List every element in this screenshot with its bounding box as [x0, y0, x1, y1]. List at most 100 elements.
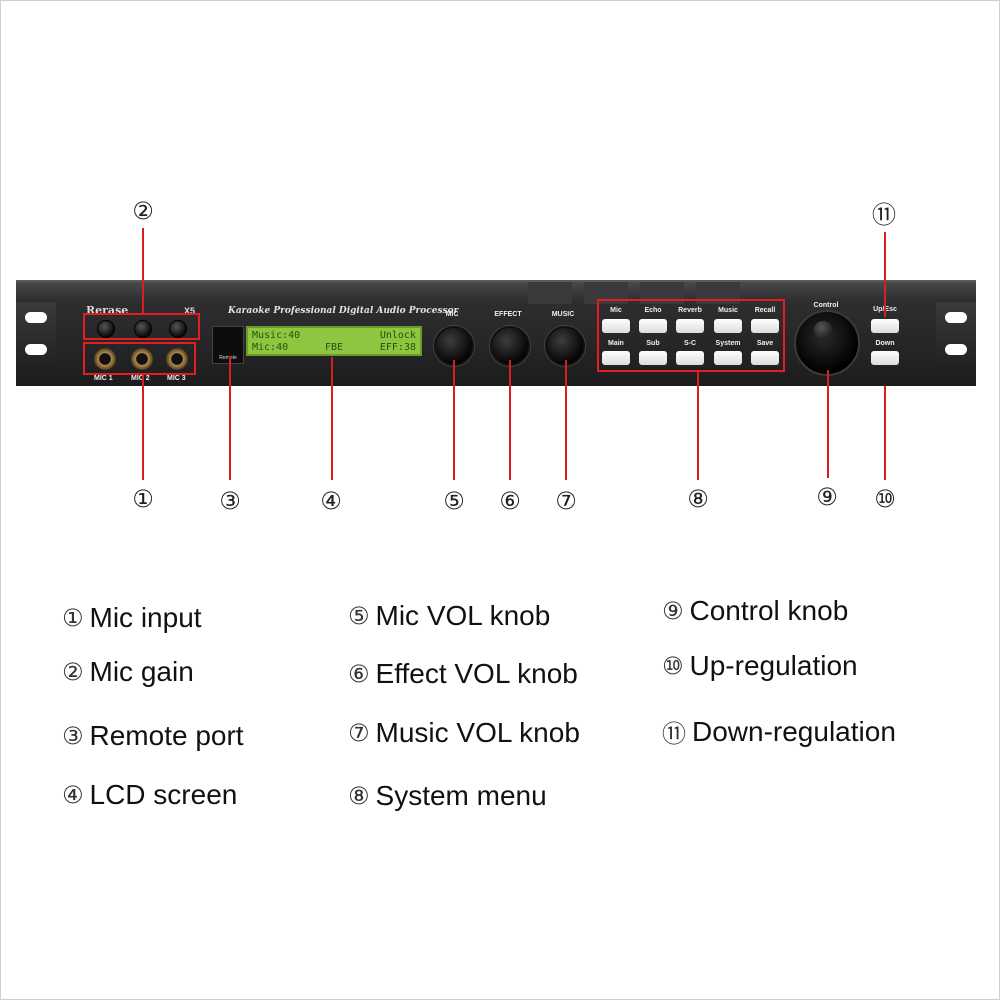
remote-port[interactable]: Remote — [212, 326, 244, 364]
mic-input-jack-2[interactable] — [131, 348, 153, 370]
legend-num-2: ② — [62, 658, 84, 686]
lcd-music-value: Music:40 — [252, 330, 301, 341]
menu-button-label-sc: S-C — [683, 340, 697, 347]
leader-line-10 — [884, 386, 886, 480]
vent — [696, 282, 740, 304]
legend-text-11: Down-regulation — [692, 715, 896, 747]
legend-item-down-regulation: ⑪ Down-regulation — [662, 714, 896, 749]
menu-button-sub[interactable] — [639, 351, 667, 365]
legend-text-1: Mic input — [89, 602, 202, 633]
menu-button-label-music: Music — [718, 307, 738, 314]
leader-line-9 — [827, 370, 829, 478]
callout-10: ⑩ — [874, 485, 896, 513]
legend-item-music-vol-knob: ⑦ Music VOL knob — [348, 717, 580, 749]
legend-text-2: Mic gain — [89, 656, 194, 687]
legend-num-4: ④ — [62, 781, 84, 809]
rack-ear-left — [16, 302, 56, 366]
mount-slot — [945, 344, 967, 355]
lcd-lock-status: Unlock — [379, 330, 416, 341]
leader-line-5 — [453, 360, 455, 480]
legend-num-3: ③ — [62, 722, 84, 750]
legend-item-up-regulation: ⑩ Up-regulation — [662, 650, 858, 682]
lcd-mic-value: Mic:40 — [252, 342, 289, 353]
legend-item-mic-input: ① Mic input — [62, 602, 202, 634]
leader-line-1 — [142, 375, 144, 480]
menu-button-label-recall: Recall — [754, 307, 776, 314]
control-knob-label: Control — [813, 302, 839, 309]
control-knob-cap — [814, 321, 832, 339]
lcd-fbe: FBE — [324, 342, 344, 353]
vent — [640, 282, 684, 304]
legend-item-remote-port: ③ Remote port — [62, 720, 244, 752]
menu-button-label-echo: Echo — [644, 307, 662, 314]
menu-button-reverb[interactable] — [676, 319, 704, 333]
legend-text-4: LCD screen — [89, 779, 238, 810]
lcd-screen: Music:40 Unlock Mic:40 FBE EFF:38 — [246, 326, 422, 356]
leader-line-6 — [509, 360, 511, 480]
callout-2: ② — [132, 197, 154, 225]
leader-line-2 — [142, 228, 144, 313]
menu-button-label-reverb: Reverb — [678, 307, 702, 314]
legend-item-mic-vol-knob: ⑤ Mic VOL knob — [348, 600, 550, 632]
remote-port-label: Remote — [219, 355, 237, 361]
menu-button-label-mic: Mic — [610, 307, 622, 314]
legend-text-10: Up-regulation — [689, 650, 858, 681]
up-esc-button[interactable] — [871, 319, 899, 333]
legend-num-9: ⑨ — [662, 597, 684, 625]
menu-button-system[interactable] — [714, 351, 742, 365]
down-button[interactable] — [871, 351, 899, 365]
legend-num-1: ① — [62, 604, 84, 632]
callout-6: ⑥ — [499, 487, 521, 515]
legend-num-5: ⑤ — [348, 602, 370, 630]
mount-slot — [25, 312, 47, 323]
legend-text-5: Mic VOL knob — [375, 600, 551, 631]
menu-button-label-system: System — [715, 340, 741, 347]
menu-button-label-main: Main — [608, 340, 624, 347]
highlight-mic-gain — [83, 313, 200, 340]
callout-5: ⑤ — [443, 487, 465, 515]
callout-8: ⑧ — [687, 485, 709, 513]
model-name: X5 — [184, 306, 196, 316]
callout-9: ⑨ — [816, 483, 838, 511]
mic-input-jack-1[interactable] — [94, 348, 116, 370]
legend-text-7: Music VOL knob — [375, 717, 580, 748]
mic-gain-knob-1[interactable] — [97, 320, 115, 338]
mic-gain-knob-3[interactable] — [169, 320, 187, 338]
leader-line-4 — [331, 357, 333, 480]
legend-item-control-knob: ⑨ Control knob — [662, 595, 848, 627]
legend-num-10: ⑩ — [662, 652, 684, 680]
highlight-system-menu — [597, 299, 785, 372]
menu-button-echo[interactable] — [639, 319, 667, 333]
mic-label-3: MIC 3 — [167, 375, 186, 382]
menu-button-sc[interactable] — [676, 351, 704, 365]
menu-button-music[interactable] — [714, 319, 742, 333]
menu-button-recall[interactable] — [751, 319, 779, 333]
leader-line-7 — [565, 360, 567, 480]
vent — [528, 282, 572, 304]
legend-text-9: Control knob — [689, 595, 849, 626]
effect-knob-label: EFFECT — [494, 311, 522, 318]
menu-button-save[interactable] — [751, 351, 779, 365]
legend-num-6: ⑥ — [348, 660, 370, 688]
leader-line-11 — [884, 232, 886, 317]
mount-slot — [945, 312, 967, 323]
mic-label-1: MIC 1 — [94, 375, 113, 382]
down-button-label: Down — [875, 340, 895, 347]
music-knob-label: MUSIC — [551, 311, 575, 318]
lcd-effect-value: EFF:38 — [379, 342, 416, 353]
mic-volume-knob[interactable] — [434, 326, 474, 366]
mic-gain-knob-2[interactable] — [134, 320, 152, 338]
legend-num-8: ⑧ — [348, 782, 370, 810]
menu-button-label-save: Save — [756, 340, 774, 347]
device-subtitle: Karaoke Professional Digital Audio Proce… — [228, 306, 459, 316]
mic-input-jack-3[interactable] — [166, 348, 188, 370]
menu-button-main[interactable] — [602, 351, 630, 365]
callout-4: ④ — [320, 487, 342, 515]
legend-text-3: Remote port — [89, 720, 244, 751]
leader-line-3 — [229, 356, 231, 480]
legend-item-effect-vol-knob: ⑥ Effect VOL knob — [348, 658, 578, 690]
legend-item-system-menu: ⑧ System menu — [348, 780, 547, 812]
menu-button-mic[interactable] — [602, 319, 630, 333]
control-knob[interactable] — [794, 310, 860, 376]
vent — [584, 282, 628, 304]
